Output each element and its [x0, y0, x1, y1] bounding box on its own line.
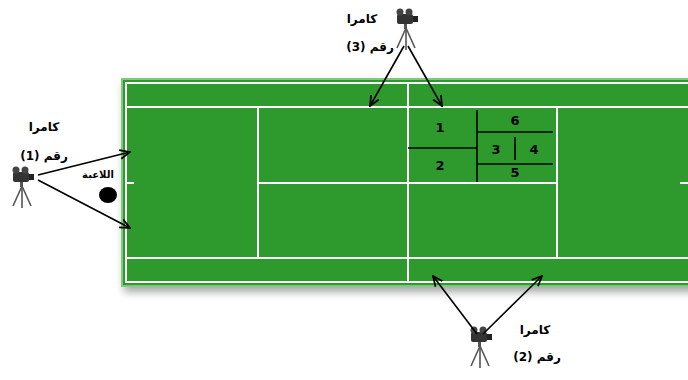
player-dot — [99, 187, 117, 203]
zone-number: 6 — [510, 114, 519, 128]
camera-title: كامرا — [347, 13, 378, 26]
target-zones — [408, 110, 553, 182]
camera-title: كامرا — [29, 121, 60, 134]
camera-number: رقم (3) — [346, 41, 394, 54]
camera-title: كامرا — [520, 324, 551, 337]
zone-number: 4 — [529, 143, 538, 157]
zone-number: 3 — [491, 143, 500, 157]
camera-number: رقم (1) — [20, 150, 68, 163]
zone-number: 2 — [435, 159, 444, 173]
player-label: اللاعبة — [82, 169, 114, 180]
zone-number: 5 — [510, 166, 519, 180]
camera-3 — [370, 9, 442, 107]
camera-number: رقم (2) — [513, 351, 561, 364]
court — [122, 79, 688, 286]
zone-number: 1 — [435, 121, 444, 135]
